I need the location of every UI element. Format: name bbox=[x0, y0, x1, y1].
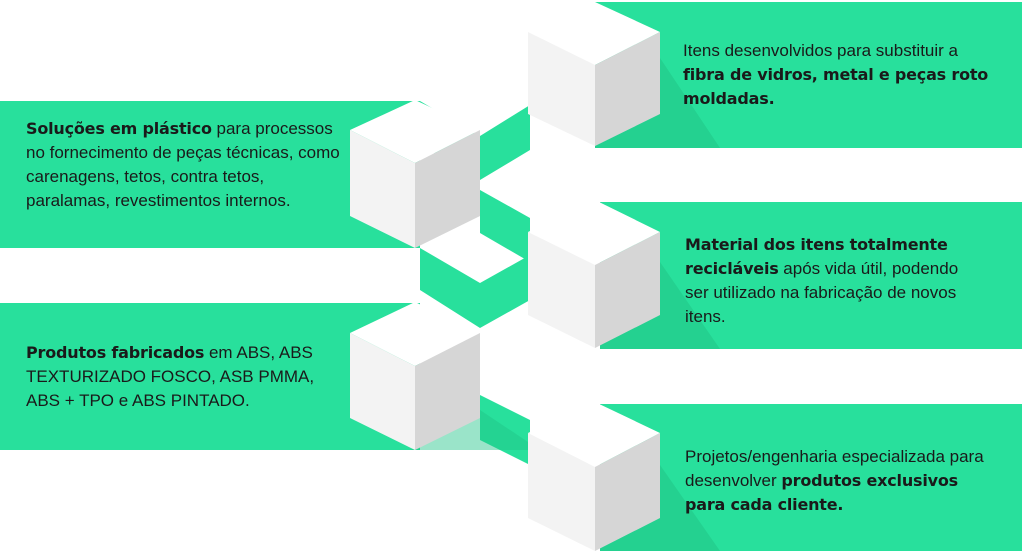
banner-right-2 bbox=[600, 202, 1022, 349]
card-body-produtos: em ABS, ABS TEXTURIZADO FOSCO, ASB PMMA,… bbox=[26, 343, 315, 410]
cube-right-2 bbox=[528, 200, 660, 348]
card-bold-projetos: produtos exclusivos para cada cliente. bbox=[685, 471, 958, 514]
card-bold-itens: fibra de vidros, metal e peças roto mold… bbox=[683, 65, 989, 108]
banner-right-1 bbox=[595, 2, 1022, 148]
ribbon-connector-4 bbox=[480, 395, 530, 465]
card-pre-itens: Itens desenvolvidos para substituir a bbox=[683, 41, 958, 60]
card-bold-material: Material dos itens totalmente reciclávei… bbox=[685, 235, 948, 278]
card-text-material: Material dos itens totalmente reciclávei… bbox=[685, 233, 985, 329]
card-text-projetos: Projetos/engenharia especializada para d… bbox=[685, 445, 985, 517]
card-bold-produtos: Produtos fabricados bbox=[26, 343, 205, 362]
cube-left-1 bbox=[350, 100, 480, 248]
cube-right-1 bbox=[528, 2, 660, 146]
card-body-material: após vida útil, podendo ser utilizado na… bbox=[685, 259, 959, 326]
card-bold-solucoes: Soluções em plástico bbox=[26, 119, 212, 138]
banner-left-2 bbox=[0, 303, 420, 450]
card-text-itens: Itens desenvolvidos para substituir a fi… bbox=[683, 39, 1003, 111]
cube-right-3 bbox=[528, 402, 660, 551]
ribbon-connector-2 bbox=[480, 190, 530, 262]
banner-left-1 bbox=[0, 101, 420, 248]
card-text-produtos: Produtos fabricados em ABS, ABS TEXTURIZ… bbox=[26, 341, 346, 413]
shadow-left-2 bbox=[410, 410, 540, 450]
banner-right-3 bbox=[600, 404, 1022, 551]
card-text-solucoes: Soluções em plástico para processos no f… bbox=[26, 117, 346, 213]
card-pre-projetos: Projetos/engenharia especializada para d… bbox=[685, 447, 984, 490]
ribbon-connector-3 bbox=[420, 248, 530, 328]
cube-left-2 bbox=[350, 302, 480, 450]
card-body-solucoes: para processos no fornecimento de peças … bbox=[26, 119, 340, 210]
